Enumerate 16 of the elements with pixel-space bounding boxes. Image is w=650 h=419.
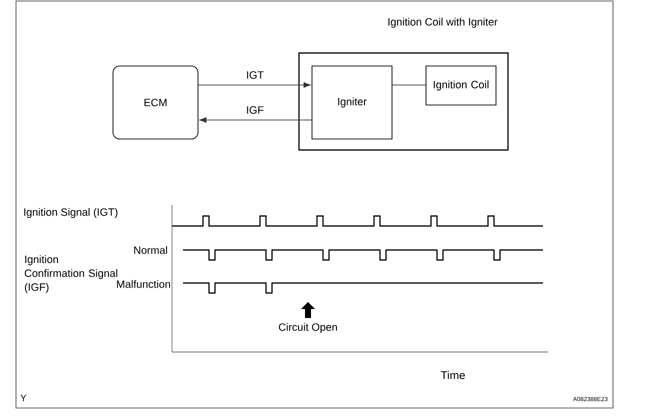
arrow: [199, 117, 312, 123]
signal-label: Ignition Confirmation Signal (IGF): [24, 255, 118, 293]
igniter-box: Igniter: [312, 66, 392, 140]
annotation: Circuit Open: [278, 323, 337, 333]
signal-label: Normal: [134, 246, 168, 254]
arrow: [198, 82, 311, 88]
signal-label: Ignition Signal (IGT): [24, 208, 118, 218]
edge-label: IGT: [244, 70, 266, 80]
ecm-box: ECM: [112, 66, 198, 140]
edge-label: IGF: [244, 104, 266, 116]
signal-label: Malfunction: [117, 280, 170, 288]
coil-box: Ignition Coil: [426, 66, 496, 106]
axis-label: Time: [440, 370, 465, 380]
node-label: Ignition Coil with Igniter: [388, 18, 498, 28]
corner-mark: Y: [20, 394, 26, 402]
connector-line: [392, 84, 426, 86]
